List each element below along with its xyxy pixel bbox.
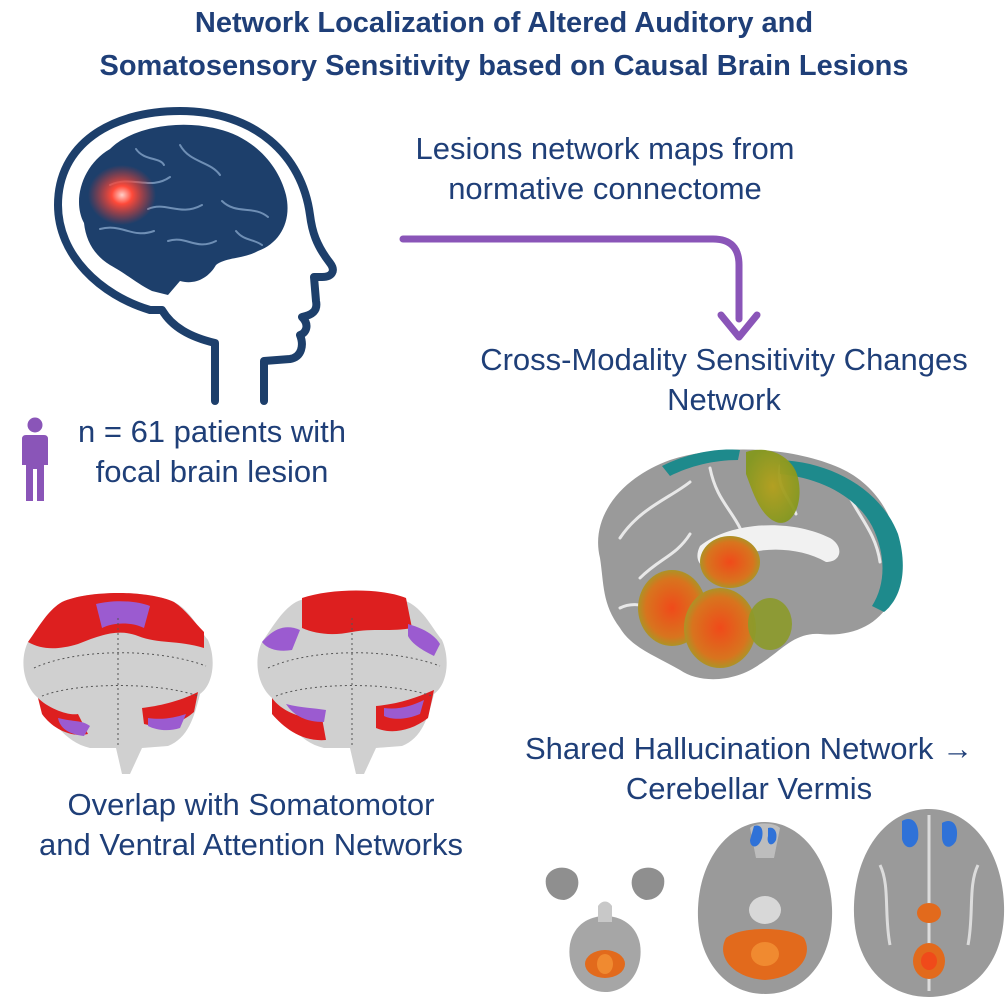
overlap-line-1: Overlap with Somatomotor <box>67 787 435 822</box>
patients-label: n = 61 patients with focal brain lesion <box>52 412 372 492</box>
cerebellar-flatmap-left <box>23 593 213 774</box>
patients-line-1: n = 61 patients with <box>78 414 346 449</box>
head-brain-lesion-icon <box>54 107 337 405</box>
halluc-line-2: Cerebellar Vermis <box>625 771 873 806</box>
lnm-label: Lesions network maps from normative conn… <box>380 129 830 209</box>
crossmod-line-1: Cross-Modality Sensitivity Changes <box>480 342 968 377</box>
title-line-2: Somatosensory Sensitivity based on Causa… <box>99 50 909 82</box>
lnm-line-2: normative connectome <box>448 171 762 206</box>
axial-slice-2 <box>697 822 833 994</box>
cerebellar-flatmap-right <box>257 590 447 774</box>
title-line-1: Network Localization of Altered Auditory… <box>194 7 814 39</box>
halluc-line-1: Shared Hallucination Network → <box>525 731 973 766</box>
person-icon <box>22 417 48 501</box>
crossmod-line-2: Network <box>667 382 781 417</box>
overlap-line-2: and Ventral Attention Networks <box>39 827 463 862</box>
crossmod-label: Cross-Modality Sensitivity Changes Netwo… <box>440 340 1008 420</box>
figure-title: Network Localization of Altered Auditory… <box>0 2 1008 88</box>
halluc-label: Shared Hallucination Network → Cerebella… <box>490 729 1008 809</box>
lnm-line-1: Lesions network maps from <box>415 131 795 166</box>
patients-line-2: focal brain lesion <box>95 454 329 489</box>
axial-slice-3 <box>853 809 1005 997</box>
axial-slice-1 <box>545 867 665 992</box>
sagittal-network-map <box>598 449 903 680</box>
curved-arrow-icon <box>399 235 761 341</box>
overlap-label: Overlap with Somatomotor and Ventral Att… <box>0 785 502 865</box>
